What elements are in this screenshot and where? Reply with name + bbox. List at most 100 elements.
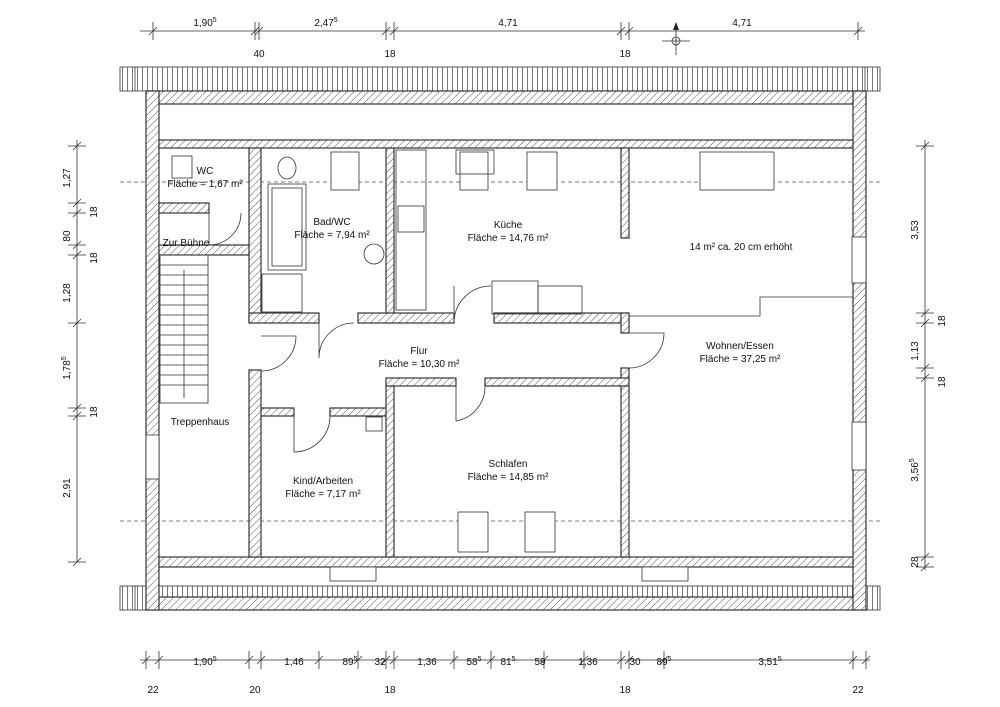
dim-tick xyxy=(920,562,930,572)
stair-treads xyxy=(160,264,208,398)
dim-tick xyxy=(254,26,264,36)
interior-walls xyxy=(158,147,853,558)
dimensions-top: 1,905 2,475 4,71 4,71 40 18 18 xyxy=(193,17,752,60)
dim-bottom-11: 895 xyxy=(656,656,671,668)
dimensions-bottom: 1,905 1,46 895 32 1,36 585 815 59 1,36 3… xyxy=(147,656,864,696)
room-labels: WC Fläche = 1,67 m² Bad/WC Fläche = 7,94… xyxy=(163,166,793,500)
dim-bottom-lower-4: 18 xyxy=(619,685,631,696)
dim-tick xyxy=(72,198,82,208)
dim-top-1: 1,905 xyxy=(193,17,216,29)
dim-bottom-lower-3: 18 xyxy=(384,685,396,696)
dim-tick xyxy=(72,411,82,421)
dim-bottom-3: 895 xyxy=(342,656,357,668)
wohnen-room-area: Fläche = 37,25 m² xyxy=(700,354,782,365)
wohnen-room-name: Wohnen/Essen xyxy=(706,341,774,352)
dim-tick xyxy=(579,655,589,665)
dim-tick xyxy=(250,26,260,36)
windows xyxy=(145,151,867,582)
dim-tick xyxy=(72,208,82,218)
dimension-lines xyxy=(68,22,934,669)
dim-right-4: 18 xyxy=(937,376,948,388)
bathtub xyxy=(267,183,307,271)
dim-tick xyxy=(389,26,399,36)
dim-tick xyxy=(539,655,549,665)
dim-tick xyxy=(381,26,391,36)
kitchen-island xyxy=(491,280,539,315)
schlafen-room-area: Fläche = 14,85 m² xyxy=(468,472,550,483)
shower xyxy=(261,273,303,313)
dim-top-lower-2: 18 xyxy=(384,49,396,60)
dim-right-3: 1,13 xyxy=(910,341,921,361)
kueche-room-area: Fläche = 14,76 m² xyxy=(468,233,550,244)
stove xyxy=(397,205,425,233)
dim-bottom-9: 1,36 xyxy=(578,657,598,668)
kitchen-counter xyxy=(395,149,427,311)
dim-top-2: 2,475 xyxy=(314,17,337,29)
dim-bottom-10: 30 xyxy=(629,657,641,668)
dim-bottom-8: 59 xyxy=(534,657,546,668)
zur-buehne-label: Zur Bühne xyxy=(163,238,210,249)
dim-tick xyxy=(72,403,82,413)
dim-bottom-lower-2: 20 xyxy=(249,685,261,696)
dim-bottom-lower-5: 22 xyxy=(852,685,864,696)
dim-bottom-2: 1,46 xyxy=(284,657,304,668)
dim-tick xyxy=(920,141,930,151)
dim-tick xyxy=(256,655,266,665)
dim-left-1: 1,27 xyxy=(62,168,73,188)
dim-tick xyxy=(244,655,254,665)
dim-tick xyxy=(141,655,151,665)
kind-room-area: Fläche = 7,17 m² xyxy=(285,489,361,500)
dim-tick xyxy=(389,655,399,665)
kueche-room-name: Küche xyxy=(494,220,523,231)
dim-right-5: 3,565 xyxy=(909,458,921,481)
dim-bottom-12: 3,515 xyxy=(758,656,781,668)
door-swings xyxy=(208,212,665,453)
dim-right-6: 28 xyxy=(910,556,921,568)
stairs xyxy=(159,254,209,404)
sink xyxy=(363,243,385,265)
dim-left-8: 2,91 xyxy=(62,478,73,498)
kind-room-name: Kind/Arbeiten xyxy=(293,476,353,487)
dim-tick xyxy=(616,655,626,665)
dim-tick xyxy=(314,655,324,665)
dim-tick xyxy=(381,655,391,665)
dim-tick xyxy=(616,26,626,36)
dim-tick xyxy=(154,655,164,665)
dimensions-left: 1,27 18 80 18 1,28 1,785 18 2,91 xyxy=(61,168,100,498)
dim-tick xyxy=(853,26,863,36)
dim-bottom-1: 1,905 xyxy=(193,656,216,668)
fixtures xyxy=(159,149,583,432)
dim-tick xyxy=(920,318,930,328)
dim-tick xyxy=(449,655,459,665)
exterior-walls xyxy=(145,90,867,611)
dim-tick xyxy=(920,373,930,383)
dim-tick xyxy=(624,655,634,665)
schlafen-room-name: Schlafen xyxy=(489,459,528,470)
dim-tick xyxy=(920,308,930,318)
dim-tick xyxy=(72,250,82,260)
raised-floor-note: 14 m² ca. 20 cm erhöht xyxy=(690,242,793,253)
dim-right-2: 18 xyxy=(937,315,948,327)
flur-room-name: Flur xyxy=(410,346,428,357)
dim-top-4: 4,71 xyxy=(732,18,752,29)
dim-left-3: 80 xyxy=(62,230,73,242)
dim-left-5: 1,28 xyxy=(62,283,73,303)
toilet xyxy=(277,156,297,180)
dim-tick xyxy=(659,655,669,665)
dim-tick xyxy=(72,318,82,328)
wc-room-area: Fläche = 1,67 m² xyxy=(167,179,243,190)
dimensions-right: 3,53 18 1,13 18 3,565 28 xyxy=(909,220,948,568)
wc-room-name: WC xyxy=(197,166,214,177)
dim-tick xyxy=(486,655,496,665)
dim-left-2: 18 xyxy=(89,206,100,218)
dim-tick xyxy=(72,557,82,567)
north-arrow-icon xyxy=(662,22,690,55)
dim-tick xyxy=(848,655,858,665)
dim-tick xyxy=(861,655,871,665)
dim-bottom-lower-1: 22 xyxy=(147,685,159,696)
dim-top-lower-1: 40 xyxy=(253,49,265,60)
dim-bottom-5: 1,36 xyxy=(417,657,437,668)
dim-tick xyxy=(72,240,82,250)
dim-tick xyxy=(624,26,634,36)
